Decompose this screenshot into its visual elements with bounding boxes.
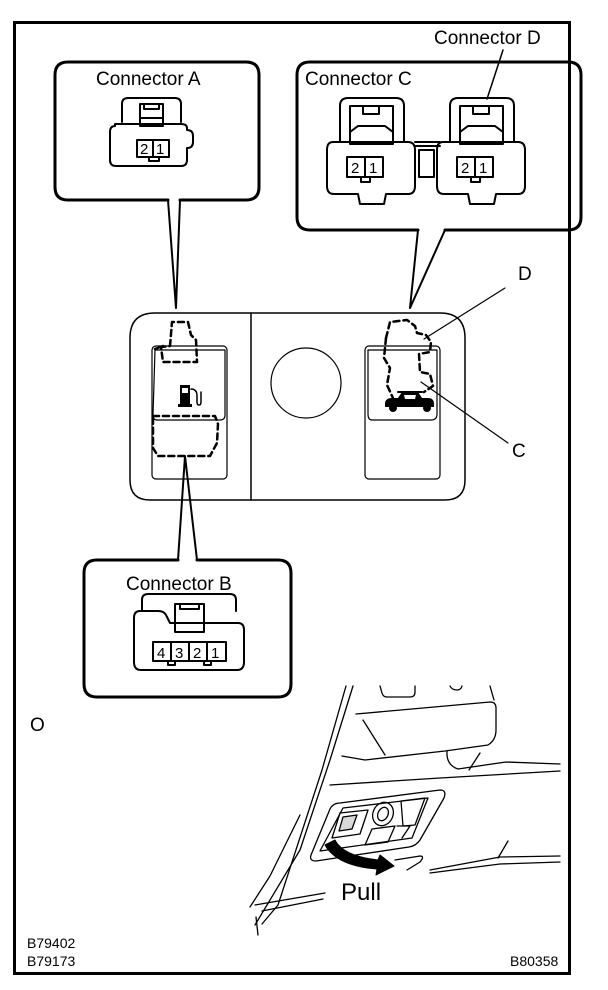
connector-cd-callout [295, 49, 583, 309]
reference-code-bottom-left: B79173 [27, 953, 76, 969]
connector-a-callout [53, 60, 261, 309]
connector-c-label: Connector C [305, 69, 412, 90]
connector-b-callout [82, 558, 293, 699]
pin-label: 1 [479, 160, 487, 177]
figure-frame [13, 21, 571, 975]
reference-code-right: B80358 [510, 953, 559, 969]
reference-code-top-left: B79402 [27, 935, 76, 951]
view-label: O [30, 715, 45, 736]
fuel-pump-icon [178, 385, 202, 407]
connector-d-icon [436, 97, 526, 205]
pull-arrow-icon [324, 839, 395, 876]
pin-label: 1 [211, 645, 219, 662]
pin-label: 1 [369, 160, 377, 177]
connector-c-icon [326, 97, 416, 205]
trunk-opener-switch [364, 287, 509, 480]
connector-a-pins: 2 1 [140, 141, 164, 158]
fuel-door-opener-switch [151, 320, 228, 561]
pin-label: 4 [157, 645, 165, 662]
connector-d-pins: 2 1 [461, 160, 487, 177]
connector-c-pins: 2 1 [351, 160, 377, 177]
trunk-open-car-icon [385, 391, 434, 412]
pull-label: Pull [341, 879, 382, 906]
connector-d-label: Connector D [434, 28, 541, 49]
pin-label: 2 [193, 645, 201, 662]
pin-label: 2 [351, 160, 359, 177]
pin-label: 2 [140, 141, 148, 158]
switch-panel [129, 287, 509, 561]
connector-b-label: Connector B [126, 574, 232, 595]
connector-b-icon [133, 593, 245, 671]
pointer-label-d: D [518, 264, 532, 285]
pin-label: 1 [156, 141, 164, 158]
pin-label: 3 [175, 645, 183, 662]
connector-a-icon [109, 97, 194, 167]
connector-b-pins: 4 3 2 1 [157, 645, 219, 662]
pin-label: 2 [461, 160, 469, 177]
round-blank-cover [270, 347, 342, 419]
dashboard-location-sketch [249, 685, 561, 936]
pointer-label-c: C [512, 441, 526, 462]
connector-a-label: Connector A [96, 69, 201, 90]
